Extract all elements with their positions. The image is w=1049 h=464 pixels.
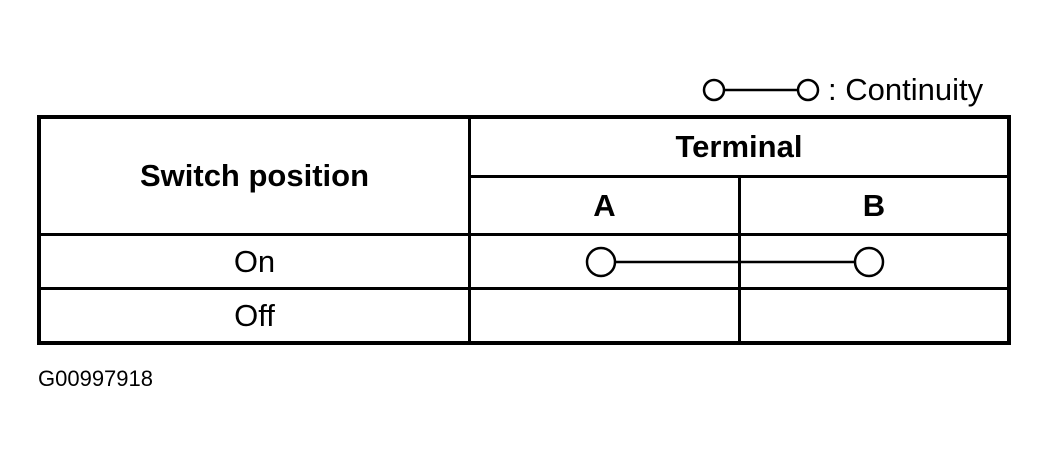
continuity-symbol-icon [702,78,820,102]
header-terminal-a: A [593,187,616,223]
figure-id: G00997918 [38,366,153,391]
row-divider [41,287,1007,290]
row-divider [468,175,1007,178]
continuity-symbol-icon [585,246,885,278]
row-label-off: Off [234,297,275,333]
header-terminal-b: B [862,187,886,223]
row-label-on: On [233,243,276,279]
continuity-legend: : Continuity [702,70,983,110]
legend-label: : Continuity [828,72,984,107]
header-terminal: Terminal [675,129,803,164]
continuity-table: Switch position Terminal A B On Off [37,115,1011,345]
column-divider [468,119,471,341]
column-divider [738,176,741,341]
header-switch-position: Switch position [139,158,370,193]
row-divider [41,233,1007,236]
